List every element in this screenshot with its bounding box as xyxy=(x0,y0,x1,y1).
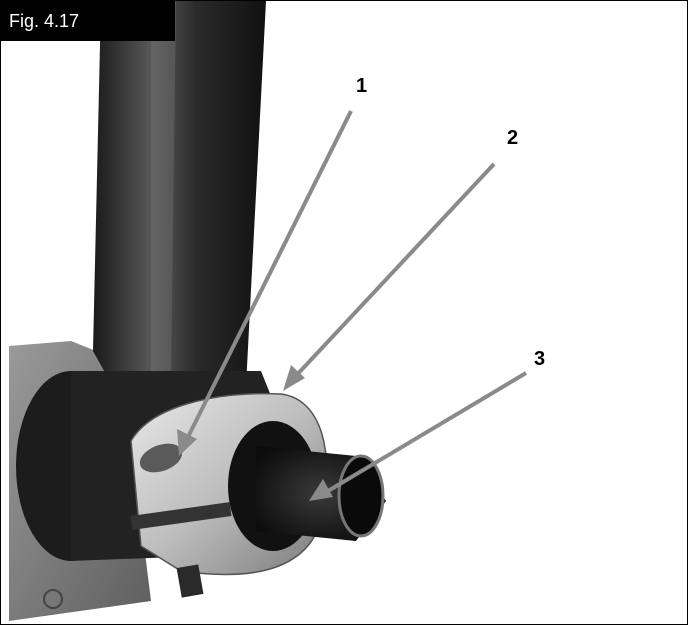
callout-number-3: 3 xyxy=(534,348,546,370)
callout-number-1: 1 xyxy=(356,75,368,97)
callout-arrows xyxy=(177,110,528,501)
vertical-tube xyxy=(93,1,266,401)
callout-number-2: 2 xyxy=(507,127,519,149)
clamp-bolt xyxy=(176,564,204,598)
figure-label: Fig. 4.17 xyxy=(1,1,175,41)
